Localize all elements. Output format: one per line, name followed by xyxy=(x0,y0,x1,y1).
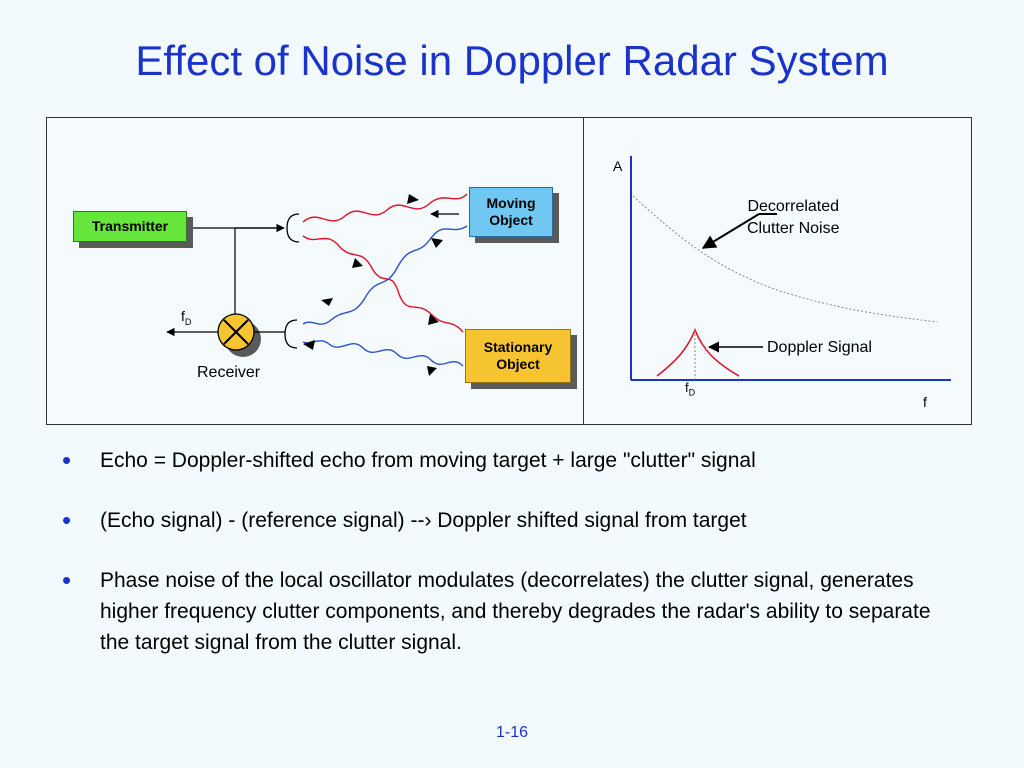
tx-wave-upper xyxy=(302,193,468,223)
bullet-icon: • xyxy=(62,565,72,595)
bullet-item: • Echo = Doppler-shifted echo from movin… xyxy=(62,445,942,476)
slide-title: Effect of Noise in Doppler Radar System xyxy=(135,37,889,84)
bullet-icon: • xyxy=(62,505,72,535)
echo-wave-moving xyxy=(302,225,468,325)
figure-divider xyxy=(583,118,584,424)
clutter-noise-curve xyxy=(632,195,938,323)
bullet-text: Echo = Doppler-shifted echo from moving … xyxy=(100,449,756,472)
receive-antenna-icon xyxy=(284,319,298,349)
echo-wave-moving-arrow xyxy=(431,238,443,248)
spectrum-x-axis-label: f xyxy=(923,394,927,410)
spectrum-y-axis-label: A xyxy=(613,158,623,174)
mixer-cross-b xyxy=(223,319,249,345)
tx-wave-upper-arrow xyxy=(407,194,419,204)
bullet-icon: • xyxy=(62,445,72,475)
bullet-item: • (Echo signal) - (reference signal) --›… xyxy=(62,505,942,536)
bullet-text: Phase noise of the local oscillator modu… xyxy=(100,569,931,654)
echo-wave-stationary xyxy=(302,340,464,367)
tx-wave-lower xyxy=(302,235,464,333)
bullet-item: • Phase noise of the local oscillator mo… xyxy=(62,565,942,658)
echo-wave-stationary-arrow xyxy=(303,340,315,350)
transmit-antenna-icon xyxy=(286,213,300,243)
bullet-text: (Echo signal) - (reference signal) --› D… xyxy=(100,509,747,532)
echo-wave-stationary-arrow2 xyxy=(427,366,437,376)
tx-wave-lower-arrow xyxy=(352,258,363,268)
doppler-signal-peak xyxy=(656,327,740,377)
echo-wave-moving-arrow2 xyxy=(321,298,333,306)
tx-wave-lower-arrow2 xyxy=(428,314,439,325)
clutter-pointer-arrow xyxy=(701,213,760,249)
fd-output-label: fD xyxy=(181,308,192,327)
transmitter-box: Transmitter xyxy=(73,211,187,242)
spectrum-fd-tick-label: fD xyxy=(685,380,696,398)
diagram-svg xyxy=(166,156,951,381)
bullet-list: • Echo = Doppler-shifted echo from movin… xyxy=(62,445,942,687)
doppler-signal-label: Doppler Signal xyxy=(767,339,872,356)
page-number: 1-16 xyxy=(495,724,529,741)
receiver-label: Receiver xyxy=(197,364,261,381)
